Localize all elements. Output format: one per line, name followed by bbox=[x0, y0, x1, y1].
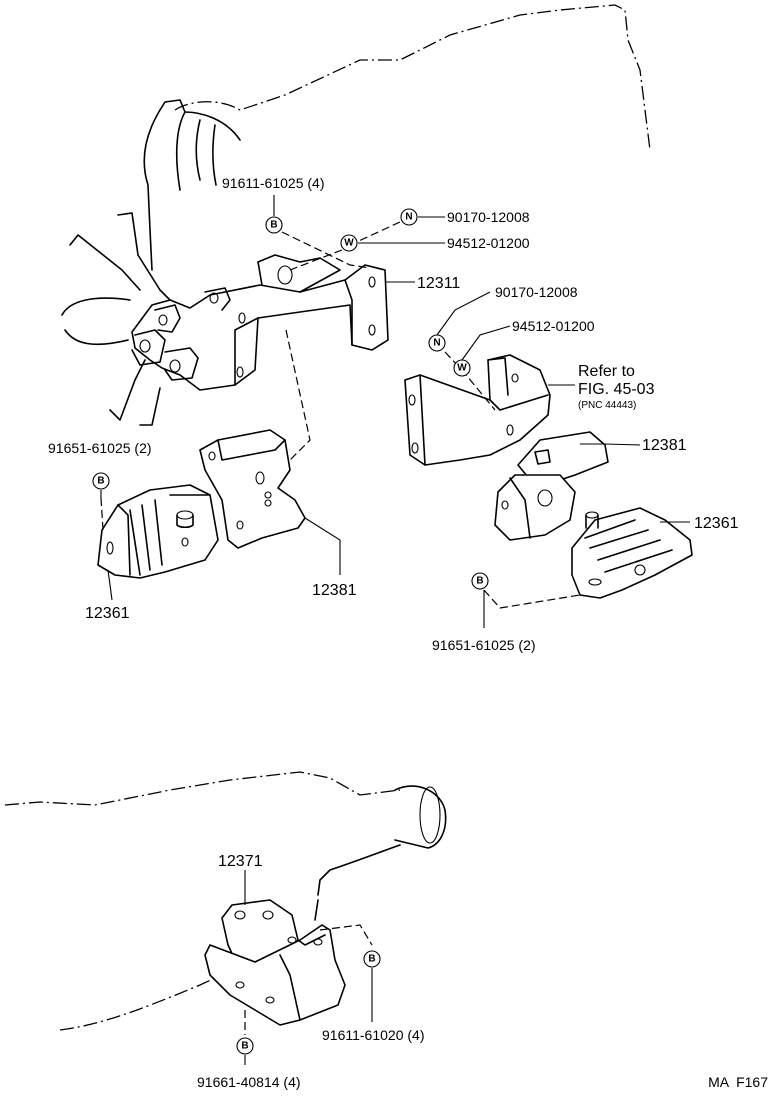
part-number-label: 12311 bbox=[417, 275, 460, 292]
svg-text:W: W bbox=[457, 363, 467, 374]
bolt-marker: B bbox=[236, 1037, 254, 1055]
washer-marker: W bbox=[340, 234, 358, 252]
svg-text:B: B bbox=[270, 220, 277, 231]
part-number-label: 12381 bbox=[312, 582, 357, 599]
part-number-label: 94512-01200 bbox=[447, 235, 530, 251]
part-number-label: 94512-01200 bbox=[512, 318, 595, 334]
part-number-label: 91651-61025 (2) bbox=[432, 637, 536, 653]
part-number-label: 90170-12008 bbox=[495, 284, 578, 300]
svg-text:N: N bbox=[433, 338, 440, 349]
part-number-label: 91611-61025 (4) bbox=[222, 175, 324, 191]
part-number-label: 12361 bbox=[694, 515, 739, 532]
rear-mount-12371 bbox=[204, 899, 346, 1026]
right-bracket-refer bbox=[404, 354, 551, 466]
bolt-marker: B bbox=[471, 572, 489, 590]
refer-note-line3: (PNC 44443) bbox=[578, 400, 636, 411]
part-number-label: 90170-12008 bbox=[447, 209, 530, 225]
refer-note-line2: FIG. 45-03 bbox=[578, 381, 655, 398]
washer-marker: W bbox=[453, 359, 471, 377]
part-number-label: 91651-61025 (2) bbox=[48, 440, 152, 456]
part-number-label: 12371 bbox=[218, 853, 263, 870]
nut-marker: N bbox=[428, 334, 446, 352]
part-number-label: 12381 bbox=[642, 437, 687, 454]
part-number-label: 12361 bbox=[85, 605, 130, 622]
svg-text:B: B bbox=[368, 954, 375, 965]
transmission-outline bbox=[4, 771, 447, 1031]
part-number-label: 91611-61020 (4) bbox=[322, 1027, 424, 1043]
part-number-label: 91661-40814 (4) bbox=[197, 1074, 301, 1090]
svg-text:W: W bbox=[344, 238, 354, 249]
svg-text:N: N bbox=[405, 212, 412, 223]
left-insulator-12361 bbox=[97, 484, 219, 579]
refer-note-line1: Refer to bbox=[578, 363, 635, 380]
bolt-marker: B bbox=[92, 472, 110, 490]
engine-block-outline bbox=[143, 4, 651, 271]
right-insulator-12361 bbox=[571, 507, 693, 599]
svg-text:B: B bbox=[241, 1041, 248, 1052]
figure-code: MA F167 bbox=[708, 1074, 768, 1090]
cooling-fan bbox=[61, 212, 171, 426]
svg-text:B: B bbox=[476, 576, 483, 587]
svg-text:B: B bbox=[97, 476, 104, 487]
engine-mount-bracket-12311 bbox=[131, 254, 389, 391]
bolt-marker: B bbox=[265, 216, 283, 234]
nut-marker: N bbox=[400, 208, 418, 226]
bolt-marker: B bbox=[363, 950, 381, 968]
